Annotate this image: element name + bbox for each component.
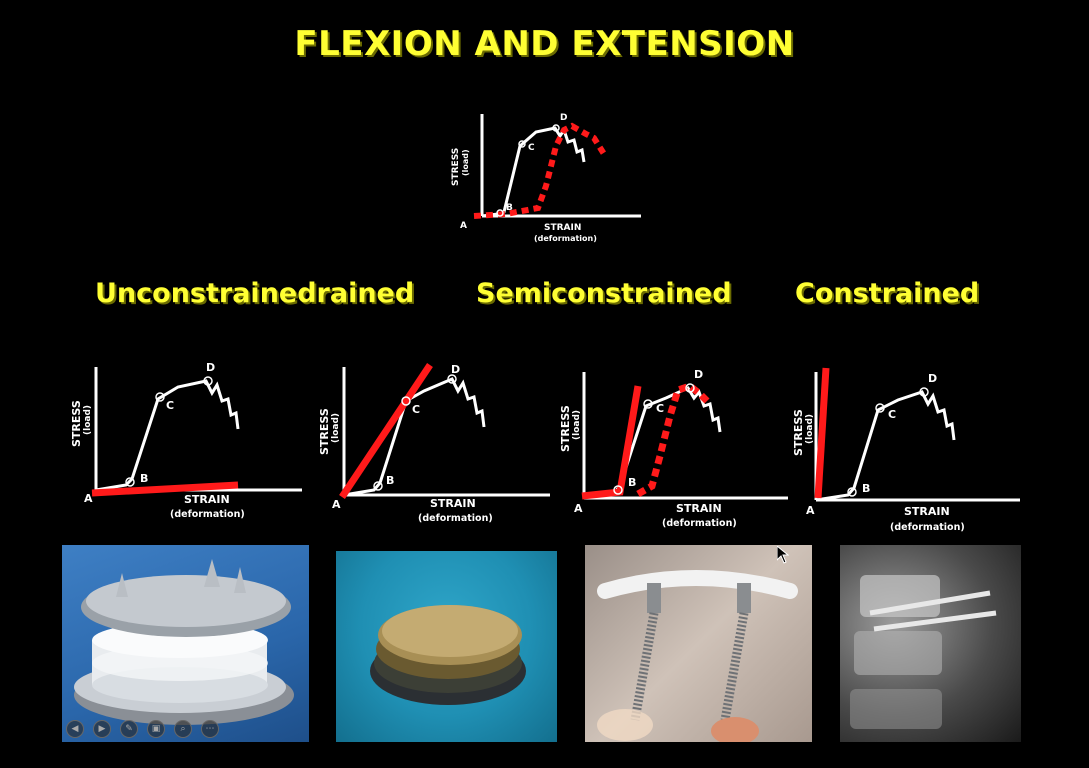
red-line [581, 385, 642, 500]
deformation-label: (deformation) [418, 513, 493, 524]
point-d-marker [447, 374, 457, 384]
semiconstrained-dotted-graph: A B C D STRESS (load) STRAIN (deformatio… [559, 368, 788, 529]
more-icon[interactable]: ⋯ [201, 720, 219, 738]
point-c-marker [875, 403, 885, 413]
point-c-marker [518, 140, 526, 148]
strain-label: STRAIN [904, 505, 950, 518]
load-label: (load) [461, 149, 470, 176]
deformation-label: (deformation) [534, 234, 597, 243]
stress-label: STRESS [318, 408, 331, 455]
point-c-label: C [412, 403, 420, 416]
red-dotted-curve [473, 122, 607, 219]
point-d-marker [919, 387, 929, 397]
deformation-label: (deformation) [890, 522, 965, 533]
load-label: (load) [805, 414, 815, 444]
red-line [91, 481, 239, 497]
point-d-marker [203, 376, 213, 386]
point-c-marker [155, 392, 165, 402]
zoom-icon[interactable]: ⌕ [174, 720, 192, 738]
point-b-label: B [628, 476, 636, 489]
red-line [814, 367, 830, 499]
point-d-marker [685, 383, 695, 393]
point-b-label: B [862, 482, 870, 495]
point-d-marker [552, 124, 560, 132]
point-c-marker [401, 396, 411, 406]
white-curve [815, 390, 956, 502]
point-a-label: A [806, 504, 815, 517]
point-d-label: D [560, 113, 567, 123]
semiconstrained-steep-graph: A B C D STRESS (load) STRAIN (deformatio… [318, 363, 550, 524]
slide-title: FLEXION AND EXTENSION [294, 24, 795, 64]
photo-ball-socket-implant [336, 551, 557, 742]
point-d-label: D [928, 372, 937, 385]
point-c-label: C [528, 143, 535, 153]
point-a-label: A [460, 221, 467, 231]
point-c-label: C [888, 408, 896, 421]
deformation-label: (deformation) [662, 518, 737, 529]
strain-label: STRAIN [544, 223, 581, 233]
category-semiconstrained: Semiconstrained [476, 278, 732, 309]
next-icon[interactable]: ▶ [93, 720, 111, 738]
point-b-marker [125, 477, 135, 487]
category-unconstrained: Unconstrainedrained [95, 278, 415, 309]
white-curve [95, 379, 240, 492]
strain-label: STRAIN [676, 502, 722, 515]
point-d-label: D [451, 363, 460, 376]
stress-label: STRESS [792, 409, 805, 456]
photo-spine-xray [840, 545, 1021, 742]
deformation-label: (deformation) [170, 509, 245, 520]
red-dotted-curve [636, 382, 711, 498]
point-b-marker [373, 481, 383, 491]
load-label: (load) [331, 413, 341, 443]
pen-icon[interactable]: ✎ [120, 720, 138, 738]
point-b-label: B [506, 203, 513, 213]
point-b-marker [847, 487, 857, 497]
constrained-graph: A B C D STRESS (load) STRAIN (deformatio… [792, 367, 1020, 533]
red-line [339, 363, 433, 499]
point-d-label: D [694, 368, 703, 381]
photo-disc-implant [62, 545, 309, 742]
point-a-label: A [84, 492, 93, 505]
previous-icon[interactable]: ◀ [66, 720, 84, 738]
point-a-label: A [332, 498, 341, 511]
photo-pedicle-screws [585, 545, 812, 742]
slides-icon[interactable]: ▣ [147, 720, 165, 738]
point-c-label: C [166, 399, 174, 412]
point-c-marker [643, 399, 653, 409]
strain-label: STRAIN [184, 493, 230, 506]
unconstrained-graph: A B C D STRESS (load) STRAIN (deformatio… [70, 361, 302, 520]
white-curve [481, 126, 586, 218]
point-b-label: B [140, 472, 148, 485]
stress-label: STRESS [70, 400, 83, 447]
strain-label: STRAIN [430, 497, 476, 510]
top-stress-strain-graph: A B C D STRESS (load) STRAIN (deformatio… [451, 113, 641, 243]
stress-label: STRESS [451, 148, 461, 186]
point-c-label: C [656, 402, 664, 415]
point-d-label: D [206, 361, 215, 374]
mouse-cursor-icon [777, 546, 789, 564]
point-b-label: B [386, 474, 394, 487]
stress-label: STRESS [559, 405, 572, 452]
presentation-toolbar: ◀ ▶ ✎ ▣ ⌕ ⋯ [66, 720, 219, 738]
load-label: (load) [83, 405, 93, 435]
point-b-marker [496, 209, 504, 217]
point-a-label: A [574, 502, 583, 515]
white-curve [343, 377, 486, 497]
point-b-marker [613, 485, 623, 495]
load-label: (load) [572, 410, 582, 440]
category-constrained: Constrained [795, 278, 980, 309]
